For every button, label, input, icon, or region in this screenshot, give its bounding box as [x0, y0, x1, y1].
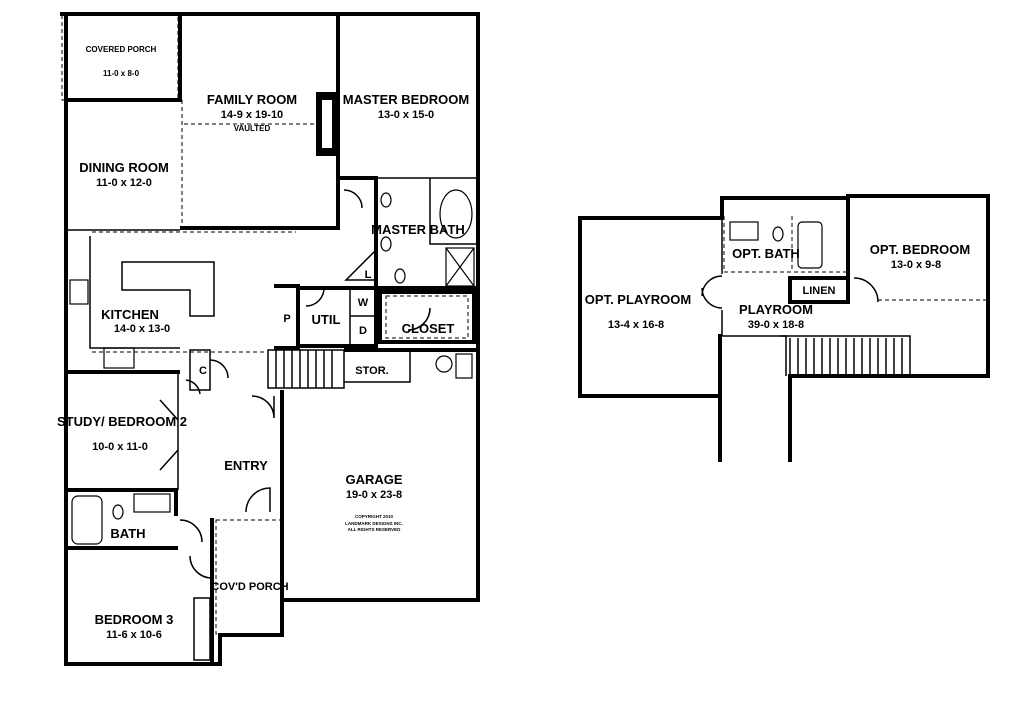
c-closet-label: C: [199, 365, 207, 377]
opt-playroom-dim: 13-4 x 16-8: [608, 319, 664, 331]
covd-porch-label: COV'D PORCH: [211, 581, 288, 593]
kitchen-counter: [89, 236, 180, 349]
linen-label: LINEN: [803, 285, 836, 297]
closet-label: CLOSET: [402, 321, 455, 336]
shower-x: [445, 247, 475, 287]
covered-porch-wall: [64, 14, 182, 102]
garage-dim: 19-0 x 23-8: [346, 489, 402, 501]
laundry-l-label: L: [365, 269, 372, 281]
laundry-chute: [344, 248, 377, 281]
bedroom3-label: BEDROOM 3: [95, 612, 174, 627]
master-bedroom-dim: 13-0 x 15-0: [378, 109, 434, 121]
c-closet: [189, 349, 211, 391]
toilet: [394, 268, 406, 284]
linen-closet: [788, 276, 850, 304]
opt-bath-label: OPT. BATH: [732, 246, 800, 261]
copyright-line1: COPYRIGHT 2010: [355, 514, 394, 519]
study-closet: [159, 372, 179, 490]
shower: [445, 247, 475, 287]
entry-label: ENTRY: [224, 458, 268, 473]
bath-toilet: [112, 504, 124, 520]
main-floor-exterior-wall: [60, 12, 480, 666]
range: [103, 347, 135, 369]
bedroom3-dim: 11-6 x 10-6: [106, 629, 162, 641]
garage-label: GARAGE: [345, 472, 402, 487]
main-stairs: [267, 349, 345, 389]
kitchen-label: KITCHEN: [101, 307, 159, 322]
washer-label: W: [358, 297, 369, 309]
bath-label: BATH: [110, 526, 145, 541]
garage-box: [455, 353, 473, 379]
vaulted-note: VAULTED: [234, 124, 271, 133]
tub: [439, 189, 473, 239]
opt-toilet: [772, 226, 784, 242]
covd-porch-outline: [215, 519, 283, 635]
master-bath-label: MASTER BATH: [371, 222, 465, 237]
sink-1: [380, 192, 392, 208]
opt-vanity: [729, 221, 759, 241]
master-bath-wall: [376, 177, 476, 245]
closet-inner: [385, 295, 469, 339]
opt-playroom-label: OPT. PLAYROOM: [585, 292, 691, 307]
dryer-label: D: [359, 325, 367, 337]
master-bedroom-wall: [338, 176, 478, 290]
door-swings: [179, 189, 431, 579]
bedroom3-closet: [193, 597, 211, 661]
playroom-divider: [721, 218, 787, 376]
opt-bedroom-label: OPT. BEDROOM: [870, 242, 970, 257]
upper-stair-rail: [780, 335, 911, 376]
sink-2: [380, 236, 392, 252]
opt-tub: [797, 221, 823, 269]
water-heater: [435, 355, 453, 373]
kitchen-sink: [69, 279, 89, 305]
upper-door-swings: [701, 275, 879, 309]
bath-vanity: [133, 493, 171, 513]
master-closet: [378, 290, 476, 344]
opt-bedroom-dim: 13-0 x 9-8: [891, 259, 941, 271]
family-room-dim: 14-9 x 19-10: [221, 109, 283, 121]
dining-room-dim: 11-0 x 12-0: [96, 177, 152, 189]
upper-stairs: [789, 338, 903, 374]
opt-bath-walls: [723, 216, 850, 273]
garage-wall: [280, 348, 478, 602]
study-label: STUDY/ BEDROOM 2: [57, 414, 187, 429]
stor-label: STOR.: [355, 365, 388, 377]
copyright-line3: ALL RIGHTS RESERVED: [348, 527, 402, 532]
dining-room-label: DINING ROOM: [79, 160, 169, 175]
main-floor: [60, 12, 480, 666]
copyright-line2: LANDMARK DESIGNS INC.: [345, 521, 403, 526]
pantry-p-label: P: [283, 313, 290, 325]
study-dim: 10-0 x 11-0: [92, 441, 148, 453]
kitchen-island: [121, 261, 215, 317]
master-bedroom-label: MASTER BEDROOM: [343, 92, 469, 107]
util-label: UTIL: [312, 312, 341, 327]
kitchen-dim: 14-0 x 13-0: [114, 323, 170, 335]
playroom-dim: 39-0 x 18-8: [748, 319, 804, 331]
upper-floor: [578, 194, 990, 462]
fireplace-hearth: [322, 100, 332, 148]
covered-porch-outline: [61, 13, 179, 101]
bath-tub: [71, 495, 103, 545]
left-wing-walls: [64, 370, 214, 666]
playroom-label: PLAYROOM: [739, 302, 813, 317]
family-room-label: FAMILY ROOM: [207, 92, 297, 107]
